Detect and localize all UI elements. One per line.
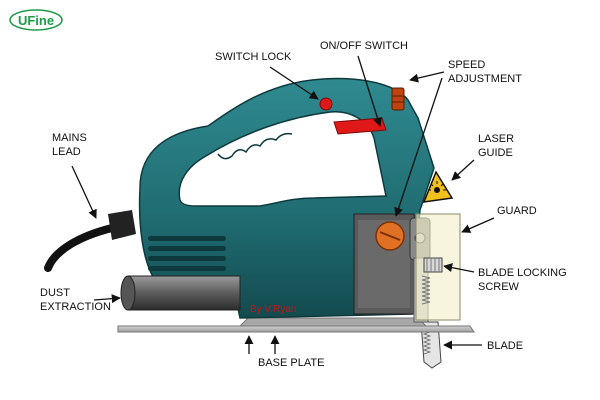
cable-grommet [108, 210, 136, 240]
switch-lock-button [319, 97, 333, 111]
label-guard: GUARD [497, 205, 537, 217]
dust-extraction-tube [120, 275, 241, 311]
label-speed-line2: ADJUSTMENT [448, 73, 522, 85]
label-laser-line2: GUIDE [478, 147, 513, 159]
laser-warning-icon [422, 170, 454, 203]
logo-text: UFine [18, 13, 54, 28]
blade-upper-teeth [421, 275, 431, 305]
blade-locking-screw [423, 257, 443, 273]
label-laser-line1: LASER [478, 133, 514, 145]
label-blade-locking-line2: SCREW [478, 281, 520, 293]
label-blade: BLADE [487, 340, 523, 352]
label-dust-line2: EXTRACTION [40, 301, 111, 313]
label-blade-locking-line1: BLADE LOCKING [478, 267, 567, 279]
label-mains-line2: LEAD [52, 146, 81, 158]
handle-opening [178, 111, 387, 207]
speed-dial [391, 87, 405, 111]
motor-vents [148, 236, 226, 271]
mains-lead-cable [44, 224, 116, 272]
grip-ridges [217, 132, 293, 160]
leader-arrows [71, 55, 495, 354]
on-off-trigger [333, 117, 387, 135]
credit-text: By V.Ryan [250, 304, 296, 315]
ufine-logo: UFine [9, 9, 63, 31]
base-plate-shape [117, 325, 475, 333]
label-mains-line1: MAINS [52, 132, 87, 144]
orbital-knob [375, 221, 405, 251]
label-base-plate: BASE PLATE [258, 357, 324, 369]
base-plate-mount [238, 317, 428, 327]
label-switch-lock: SWITCH LOCK [215, 51, 292, 63]
blade-teeth [422, 329, 432, 355]
label-on-off-switch: ON/OFF SWITCH [320, 40, 408, 52]
label-speed-line1: SPEED [448, 59, 485, 71]
label-dust-line1: DUST [40, 287, 70, 299]
